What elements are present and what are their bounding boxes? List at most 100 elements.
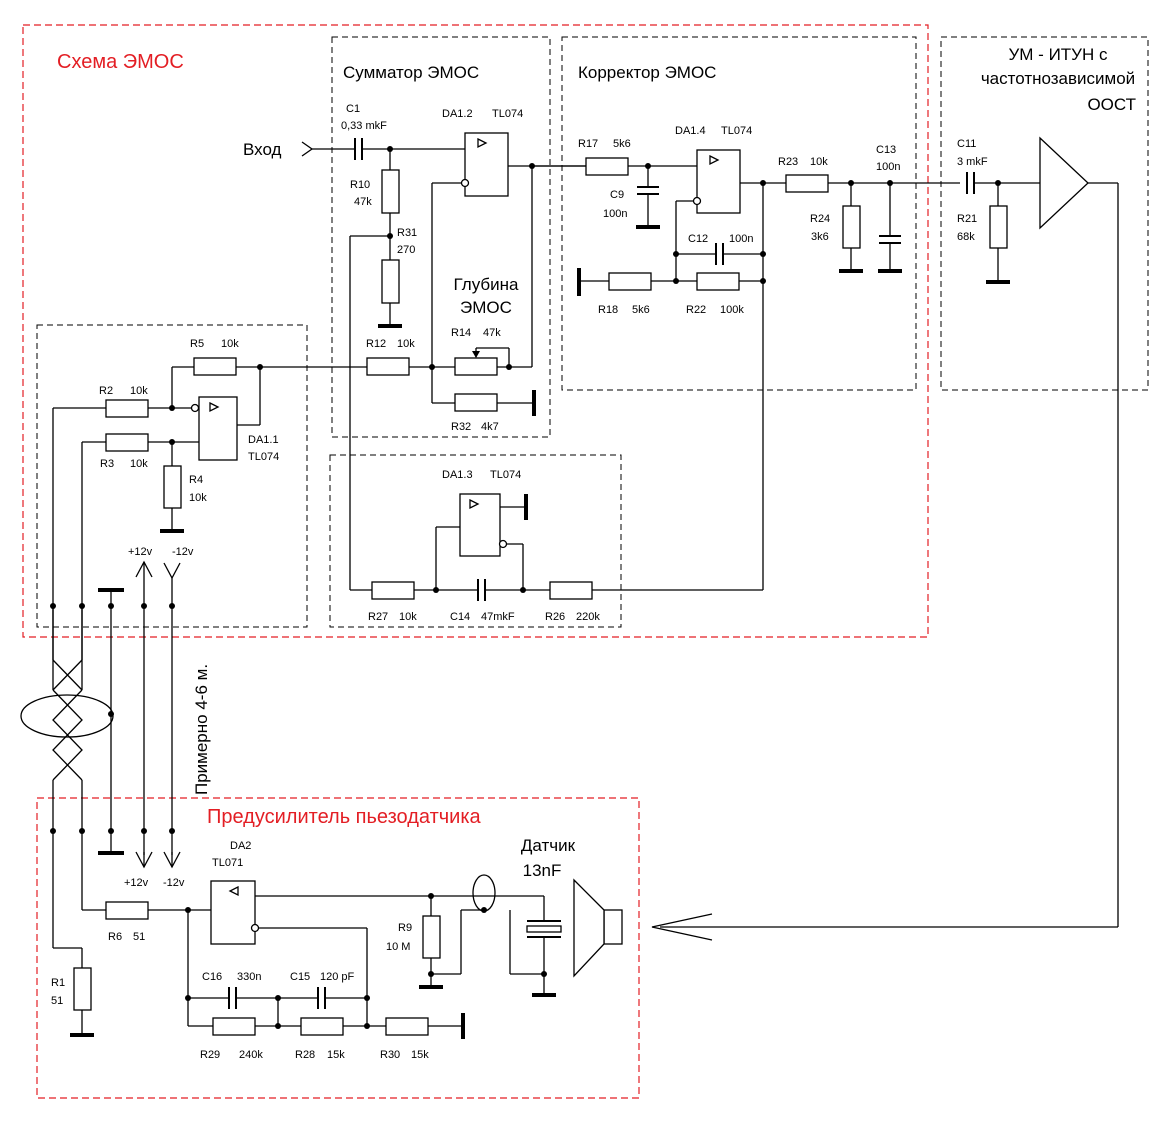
- da1-4-ref: DA1.4: [675, 125, 706, 137]
- r29-resistor: [212, 1017, 256, 1036]
- r14-value: 47k: [483, 327, 501, 339]
- r6-value: 51: [133, 931, 145, 943]
- summator-border: [331, 36, 551, 438]
- arrow-down-icon: [163, 562, 181, 580]
- r14-ref: R14: [451, 327, 471, 339]
- r24-resistor: [842, 205, 861, 249]
- r5-resistor: [193, 357, 237, 376]
- r28-resistor: [300, 1017, 344, 1036]
- r21-resistor: [989, 205, 1008, 249]
- r32-ref: R32: [451, 421, 471, 433]
- r28-ref: R28: [295, 1049, 315, 1061]
- r12-resistor: [366, 357, 410, 376]
- da1-3-opamp: [459, 493, 501, 557]
- r17-value: 5k6: [613, 138, 631, 150]
- sensor-label-line1: Датчик: [521, 836, 576, 855]
- da2-ref: DA2: [230, 840, 251, 852]
- amplifier-title-line3: ООСТ: [1087, 95, 1136, 114]
- c14-value: 47mkF: [481, 611, 515, 623]
- r21-value: 68k: [957, 231, 975, 243]
- r9-resistor: [422, 915, 441, 959]
- minus12-top-label: -12v: [172, 546, 194, 558]
- preamp-title: Предусилитель пьезодатчика: [207, 806, 482, 828]
- da2-opamp: [210, 880, 256, 945]
- servo-block-border: [329, 454, 622, 628]
- da1-2-type: TL074: [492, 108, 523, 120]
- r6-ref: R6: [108, 931, 122, 943]
- da1-1-ref: DA1.1: [248, 434, 279, 446]
- r2-value: 10k: [130, 385, 148, 397]
- opamp-triangle-icon: [209, 401, 220, 413]
- speaker-magnet: [603, 909, 623, 945]
- r23-value: 10k: [810, 156, 828, 168]
- r4-resistor: [163, 465, 182, 509]
- r2-resistor: [105, 399, 149, 418]
- r23-ref: R23: [778, 156, 798, 168]
- r9-ref: R9: [398, 922, 412, 934]
- r1-ref: R1: [51, 977, 65, 989]
- opamp-triangle-icon: [469, 498, 480, 510]
- r30-resistor: [385, 1017, 429, 1036]
- c16-ref: C16: [202, 971, 222, 983]
- r3-resistor: [105, 433, 149, 452]
- r12-ref: R12: [366, 338, 386, 350]
- depth-label-line2: ЭМОС: [460, 298, 512, 317]
- r17-ref: R17: [578, 138, 598, 150]
- shield-loop-icon: [472, 874, 496, 912]
- r10-resistor: [381, 169, 400, 214]
- depth-label-line1: Глубина: [454, 275, 519, 294]
- c12-ref: C12: [688, 233, 708, 245]
- emos-scheme-border: [22, 24, 929, 638]
- da1-3-ref: DA1.3: [442, 469, 473, 481]
- c15-value: 120 pF: [320, 971, 355, 983]
- c1-value: 0,33 mkF: [341, 120, 387, 132]
- c11-ref: C11: [957, 138, 976, 150]
- r28-value: 15k: [327, 1049, 345, 1061]
- power-amplifier-icon: [1039, 136, 1089, 230]
- r1-value: 51: [51, 995, 63, 1007]
- r26-value: 220k: [576, 611, 600, 623]
- r10-ref: R10: [350, 179, 370, 191]
- r30-value: 15k: [411, 1049, 429, 1061]
- plus12-top-label: +12v: [128, 546, 153, 558]
- r27-ref: R27: [368, 611, 388, 623]
- plus12-bot-label: +12v: [124, 877, 149, 889]
- r23-resistor: [785, 174, 829, 193]
- r32-resistor: [454, 393, 498, 412]
- amplifier-title-line2: частотнозависимой: [981, 69, 1135, 88]
- c13-value: 100n: [876, 161, 900, 173]
- r14-potentiometer: [454, 357, 498, 376]
- r9-value: 10 M: [386, 941, 410, 953]
- r17-resistor: [585, 157, 629, 176]
- r30-ref: R30: [380, 1049, 400, 1061]
- r26-resistor: [549, 581, 593, 600]
- r2-ref: R2: [99, 385, 113, 397]
- opamp-triangle-icon: [228, 885, 239, 897]
- r10-value: 47k: [354, 196, 372, 208]
- c11-value: 3 mkF: [957, 156, 988, 168]
- emos-scheme-title: Схема ЭМОС: [57, 51, 184, 73]
- opamp-triangle-icon: [477, 137, 488, 149]
- c14-ref: C14: [450, 611, 470, 623]
- minus12-bot-label: -12v: [163, 877, 185, 889]
- c1-ref: C1: [346, 103, 360, 115]
- r27-resistor: [371, 581, 415, 600]
- r4-ref: R4: [189, 474, 203, 486]
- r29-value: 240k: [239, 1049, 263, 1061]
- r18-resistor: [608, 272, 652, 291]
- c16-value: 330n: [237, 971, 261, 983]
- da1-4-opamp: [696, 149, 741, 214]
- opamp-triangle-icon: [709, 154, 720, 166]
- differential-receiver-border: [36, 324, 308, 628]
- r18-ref: R18: [598, 304, 618, 316]
- da1-3-type: TL074: [490, 469, 521, 481]
- input-arrow: [301, 141, 314, 157]
- input-label: Вход: [243, 140, 282, 159]
- amplifier-border: [940, 36, 1149, 391]
- r22-ref: R22: [686, 304, 706, 316]
- r22-value: 100k: [720, 304, 744, 316]
- r18-value: 5k6: [632, 304, 650, 316]
- r12-value: 10k: [397, 338, 415, 350]
- r26-ref: R26: [545, 611, 565, 623]
